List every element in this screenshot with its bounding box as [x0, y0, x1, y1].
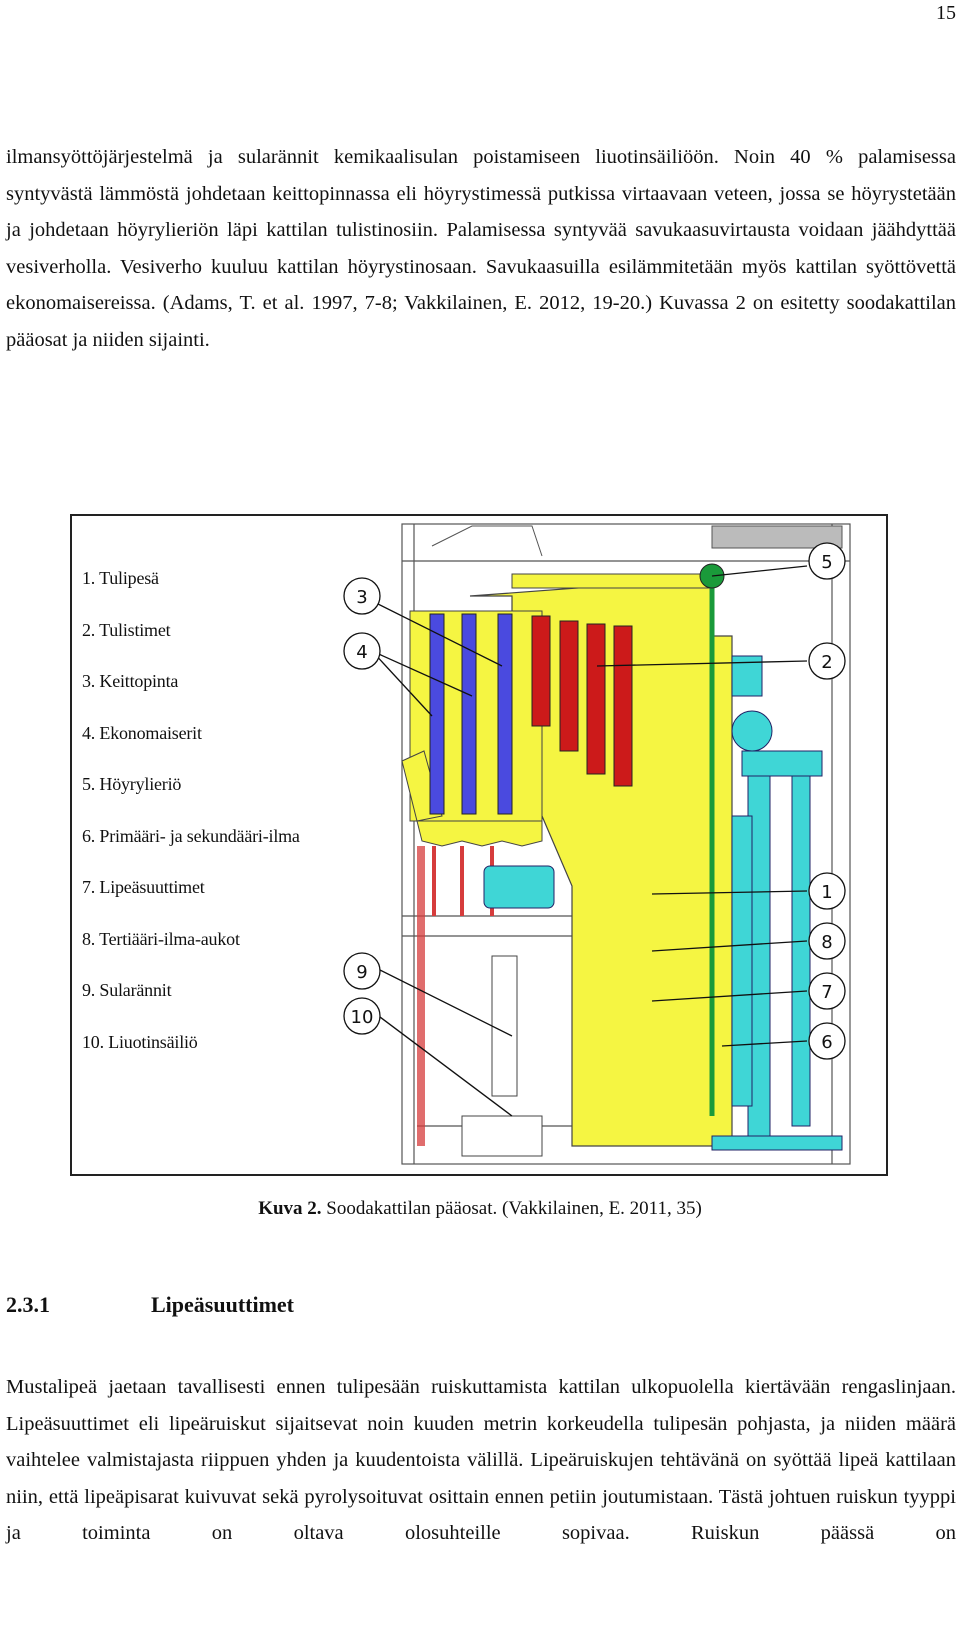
legend-item-5: 5. Höyrylieriö	[82, 774, 182, 794]
recovery-boiler-figure: 3 4 5 2 1 8 7 6 9 10 1. Tulipesä 2. Tuli…	[70, 514, 888, 1176]
section-title: Lipeäsuuttimet	[151, 1292, 294, 1317]
legend-item-7: 7. Lipeäsuuttimet	[82, 877, 205, 897]
callout-4: 4	[356, 642, 367, 663]
callout-5: 5	[821, 552, 832, 573]
caption-text: Soodakattilan pääosat. (Vakkilainen, E. …	[326, 1198, 702, 1219]
legend-item-8: 8. Tertiääri-ilma-aukot	[82, 928, 240, 949]
callout-10: 10	[351, 1007, 374, 1028]
callout-9: 9	[356, 962, 367, 983]
callout-7: 7	[821, 982, 832, 1003]
legend-item-4: 4. Ekonomaiserit	[82, 722, 202, 743]
legend-item-10: 10. Liuotinsäiliö	[82, 1031, 198, 1052]
callout-1: 1	[821, 882, 832, 903]
body-paragraph-intro: ilmansyöttöjärjestelmä ja sularännit kem…	[6, 146, 956, 351]
caption-label: Kuva 2.	[258, 1198, 322, 1219]
figure-legend: 1. Tulipesä 2. Tulistimet 3. Keittopinta…	[82, 568, 300, 1083]
section-heading: 2.3.1 Lipeäsuuttimet	[6, 1292, 294, 1318]
figure-caption: Kuva 2. Soodakattilan pääosat. (Vakkilai…	[0, 1198, 960, 1220]
callout-8: 8	[821, 932, 832, 953]
callout-6: 6	[821, 1032, 832, 1053]
legend-item-9: 9. Sularännit	[82, 980, 172, 1000]
section-number: 2.3.1	[6, 1292, 50, 1317]
legend-item-3: 3. Keittopinta	[82, 671, 179, 691]
page-number: 15	[936, 2, 956, 24]
callout-3: 3	[356, 587, 367, 608]
legend-item-6: 6. Primääri- ja sekundääri-ilma	[82, 825, 300, 846]
legend-item-2: 2. Tulistimet	[82, 619, 171, 640]
body-paragraph-nozzles: Mustalipeä jaetaan tavallisesti ennen tu…	[6, 1376, 956, 1545]
boiler-diagram: 3 4 5 2 1 8 7 6 9 10	[343, 523, 851, 1165]
legend-item-1: 1. Tulipesä	[82, 568, 159, 588]
callout-2: 2	[821, 652, 832, 673]
